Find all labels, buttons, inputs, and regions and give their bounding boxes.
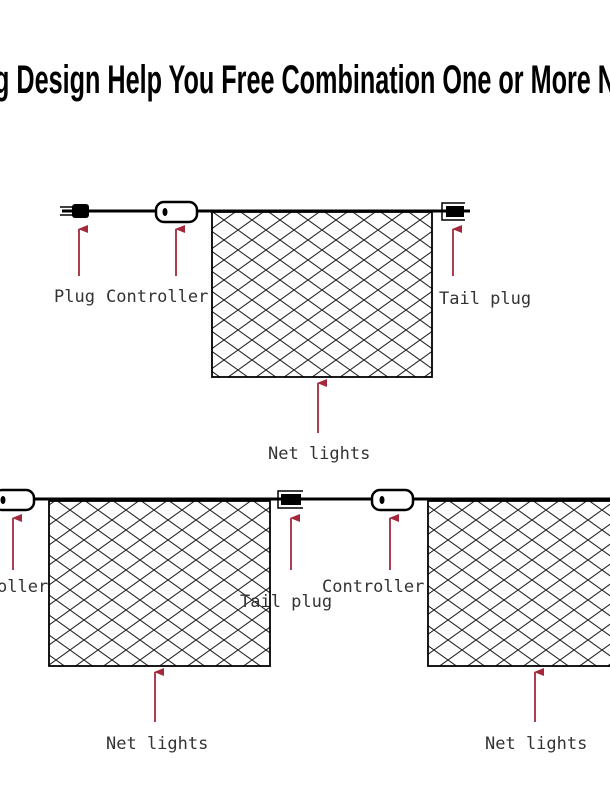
controller-icon — [370, 488, 415, 512]
net-lights-label-1: Net lights — [106, 734, 208, 754]
controller-label: oller — [0, 577, 48, 597]
single-net-diagram: Plug Controller Tail plug Net lights — [54, 200, 531, 464]
tail-plug-icon — [277, 490, 303, 509]
net-lights-mesh-1 — [48, 500, 271, 667]
net-lights-label: Net lights — [268, 444, 370, 464]
tail-plug-icon — [441, 202, 465, 221]
controller-icon — [154, 200, 199, 224]
plug-icon — [60, 204, 89, 218]
net-lights-label-2: Net lights — [485, 734, 587, 754]
controller-label-2: Controller — [322, 577, 424, 597]
combined-nets-diagram: oller Tail plug Controller Net lights Ne… — [0, 488, 610, 754]
tail-plug-label: Tail plug — [439, 289, 531, 309]
net-lights-mesh — [211, 211, 433, 378]
plug-label: Plug — [54, 287, 95, 307]
controller-icon — [0, 488, 36, 512]
controller-label: Controller — [106, 287, 208, 307]
page-title: g Design Help You Free Combination One o… — [0, 58, 610, 102]
net-lights-mesh-2 — [427, 500, 610, 667]
tail-plug-label: Tail plug — [240, 592, 332, 612]
